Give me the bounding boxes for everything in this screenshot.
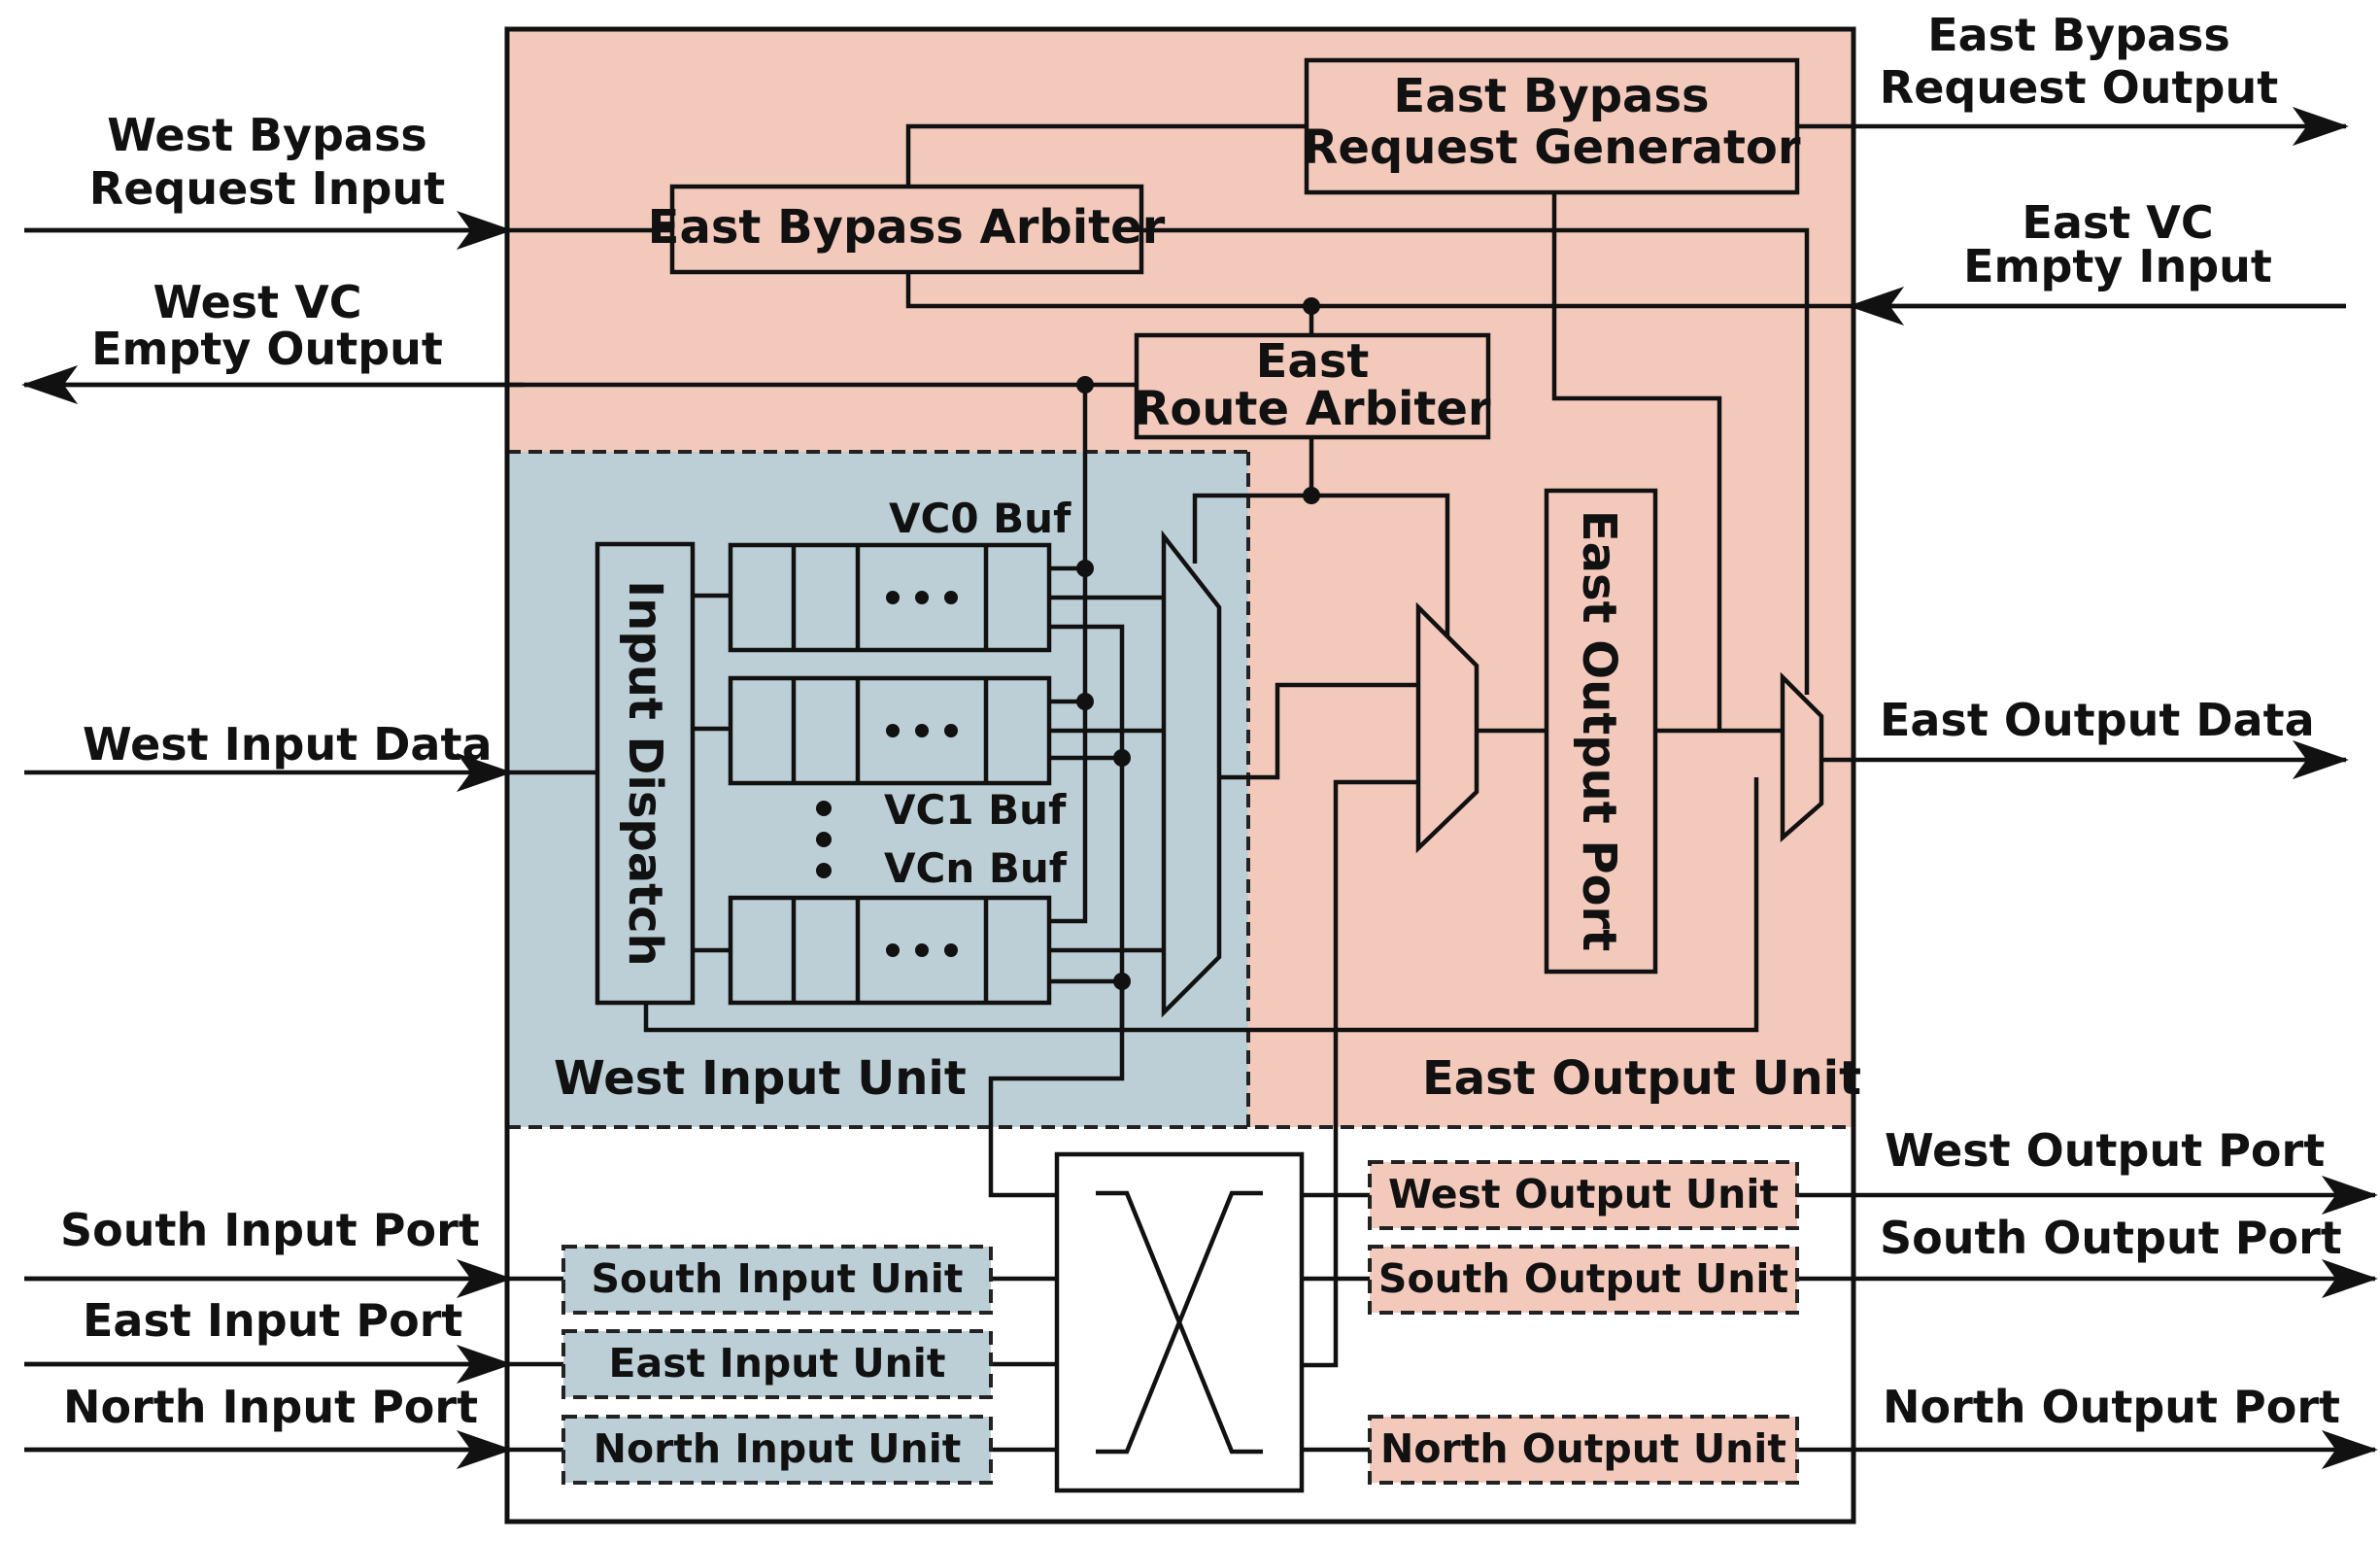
west-input-unit-label: West Input Unit (554, 1051, 967, 1106)
arbiter-to-generator-wire (905, 123, 1307, 187)
east-vc-empty-input-label-2: Empty Input (1963, 240, 2272, 292)
bypass-mux (1780, 671, 1824, 842)
east-vc-empty-input-label-1: East VC (2022, 196, 2213, 249)
east-output-data-label: East Output Data (1880, 694, 2315, 746)
output-select-mux (1415, 601, 1479, 854)
south-output-unit-label: South Output Unit (1378, 1255, 1788, 1302)
north-output-unit-block (1368, 1415, 1799, 1485)
input-dispatch-label: Input Dispatch (618, 580, 672, 966)
west-bypass-request-input-label-2: Request Input (89, 162, 445, 215)
east-bypass-request-output-label-2: Request Output (1880, 61, 2278, 114)
east-bypass-arbiter-block (669, 184, 1144, 275)
east-output-port-label: East Output Port (1572, 510, 1626, 951)
east-input-port-label: East Input Port (83, 1294, 462, 1347)
east-bypass-request-generator-label-2: Request Generator (1302, 120, 1800, 175)
junction-dots (1076, 297, 1320, 990)
east-output-unit-label: East Output Unit (1422, 1051, 1861, 1106)
south-input-port-label: South Input Port (60, 1204, 480, 1256)
south-output-unit-block (1368, 1245, 1799, 1315)
east-input-unit-label: East Input Unit (609, 1340, 946, 1387)
south-output-port-label: South Output Port (1880, 1212, 2342, 1264)
east-bypass-request-output-label-1: East Bypass (1927, 9, 2230, 61)
vc0-buf-label: VC0 Buf (889, 495, 1071, 542)
vc0-buffer (728, 542, 1052, 653)
vc-mux-to-output-mux-wire (1219, 682, 1418, 780)
west-output-port-label: West Output Port (1885, 1124, 2325, 1177)
east-bypass-request-generator-label-1: East Bypass (1393, 69, 1709, 123)
crossbar-switch (1054, 1151, 1305, 1493)
vc-select-mux (1161, 530, 1222, 1018)
east-bypass-request-generator-block (1304, 57, 1800, 195)
west-bypass-request-input-label-1: West Bypass (107, 109, 426, 161)
west-vc-empty-output-label-2: Empty Output (91, 323, 443, 375)
arbiter-to-final-mux-wire (1141, 227, 1810, 695)
vcn-buf-label: VCn Buf (884, 844, 1068, 892)
north-output-unit-label: North Output Unit (1380, 1425, 1786, 1472)
east-input-unit-block (561, 1329, 993, 1399)
input-unit-to-crossbar-wire (988, 981, 1125, 1198)
east-output-port-block (1544, 488, 1658, 975)
north-input-unit-block (561, 1415, 993, 1485)
vc1-buffer (728, 675, 1052, 786)
vcn-status-wire (1049, 908, 1088, 924)
west-output-unit-label: West Output Unit (1388, 1171, 1779, 1217)
south-input-unit-label: South Input Unit (592, 1255, 964, 1302)
vc1-buf-label: VC1 Buf (884, 786, 1067, 834)
vc0-request-wire (1049, 624, 1125, 1030)
route-arbiter-select-wire (1192, 493, 1450, 646)
south-input-unit-block (561, 1245, 993, 1315)
east-route-arbiter-block (1134, 332, 1491, 440)
arbiter-vc-empty-wire (905, 272, 1311, 309)
north-output-port-label: North Output Port (1883, 1381, 2340, 1433)
east-bypass-arbiter-label: East Bypass Arbiter (648, 200, 1166, 255)
crossbar-to-output-mux-wire (1302, 779, 1418, 1368)
east-route-arbiter-label-1: East (1256, 334, 1370, 389)
north-input-unit-label: North Input Unit (594, 1425, 962, 1472)
north-input-port-label: North Input Port (63, 1381, 478, 1433)
input-dispatch-block (595, 541, 696, 1006)
west-output-unit-block (1368, 1160, 1799, 1230)
west-input-data-label: West Input Data (83, 718, 492, 770)
dispatch-feedback-wire (643, 777, 1759, 1033)
generator-to-output-wire (1551, 192, 1722, 731)
east-route-arbiter-label-2: Route Arbiter (1134, 382, 1490, 436)
west-vc-empty-output-label-1: West VC (153, 276, 361, 328)
vc-ellipsis (816, 801, 832, 878)
vcn-buffer (728, 895, 1052, 1006)
